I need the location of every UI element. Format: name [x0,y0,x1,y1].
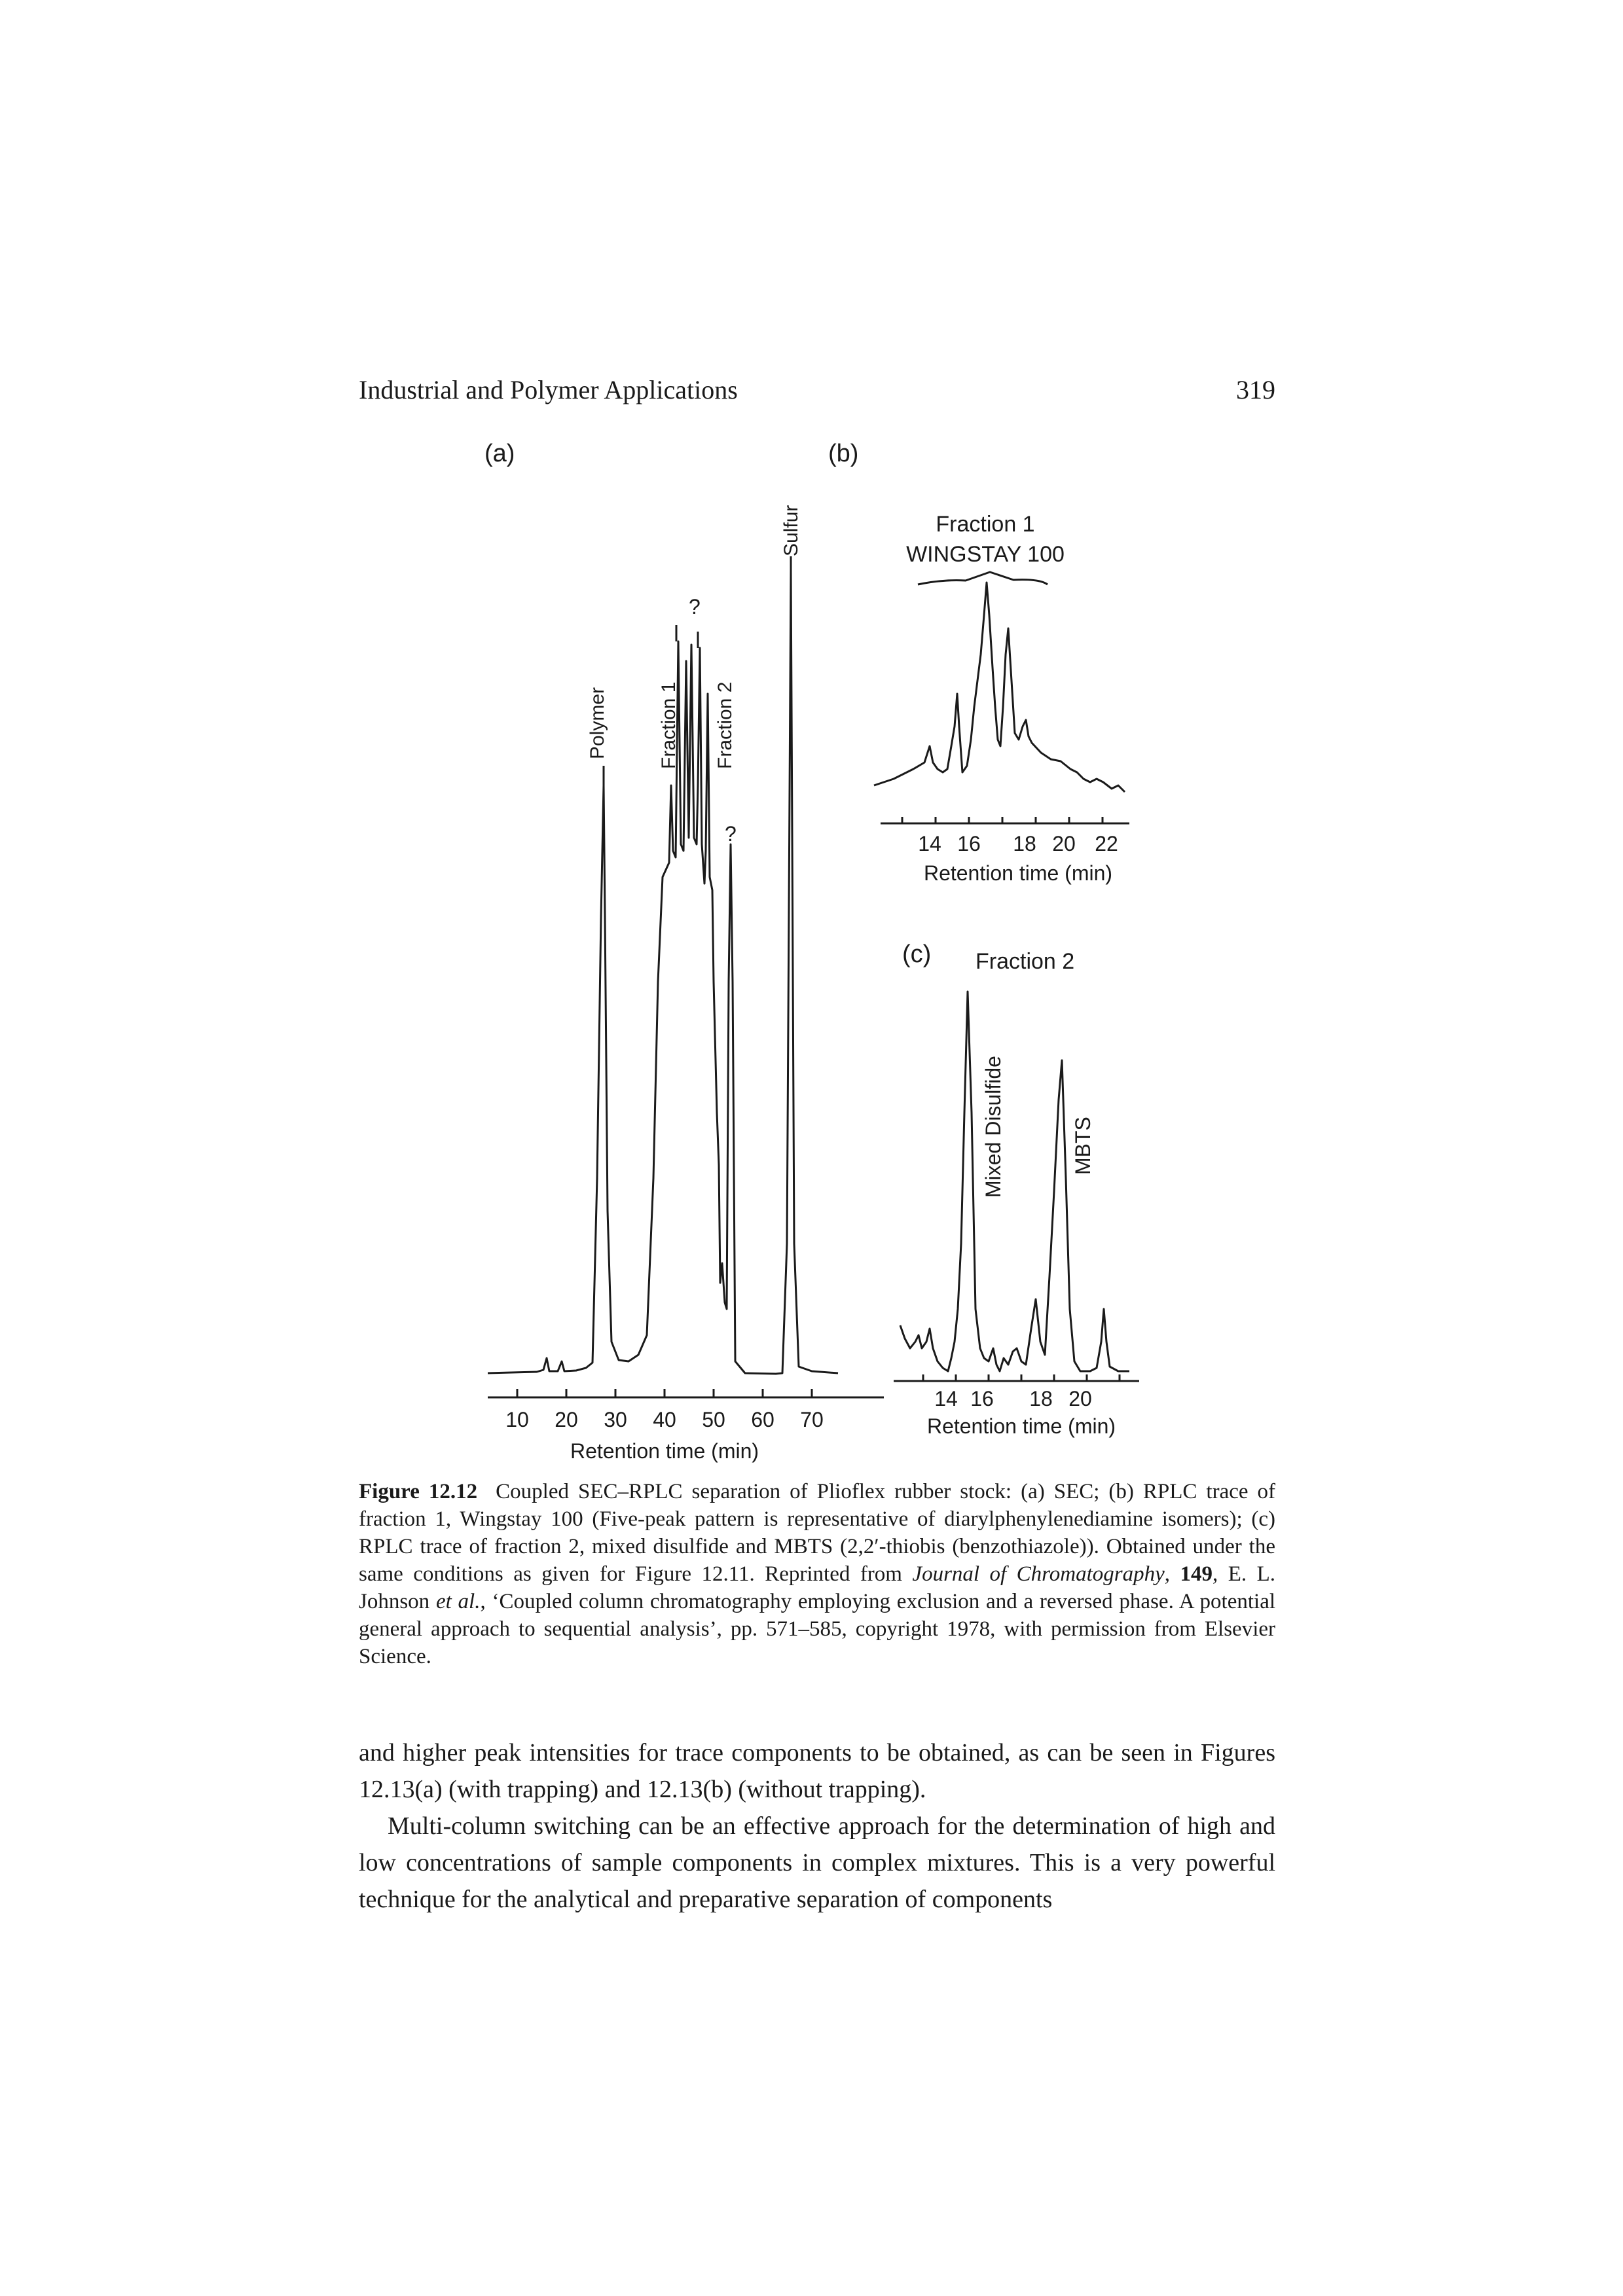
panel-c-xlabel: Retention time (min) [927,1414,1116,1438]
caption-text-2: , [1164,1562,1180,1586]
panel-a-tick: 30 [604,1408,627,1431]
caption-text-1: Coupled SEC–RPLC separation of Plioflex … [359,1480,1276,1586]
peak-label-unknown-1: ? [689,595,701,619]
panel-a-label: (a) [484,440,515,467]
panel-b-tick: 18 [1013,832,1036,855]
panel-c-axis [894,1374,1139,1382]
caption-label: Figure 12.12 [359,1480,478,1503]
panel-a-label-leaders [602,556,792,785]
panel-a-tick: 20 [555,1408,578,1431]
panel-b-tick: 22 [1095,832,1118,855]
peak-label-mbts: MBTS [1071,1117,1095,1175]
peak-label-unknown-2: ? [725,822,737,846]
peak-label-sulfur: Sulfur [780,505,802,556]
panel-b-label: (b) [828,440,858,467]
page-number: 319 [1236,375,1275,404]
panel-a-trace [487,568,839,1375]
panel-a-tick: 50 [702,1408,725,1431]
figure-12-12: (a) (b) (c) Polymer Fraction 1 Fraction … [484,440,1139,1463]
panel-a-tick: 60 [751,1408,775,1431]
figure-caption: Figure 12.12 Coupled SEC–RPLC separation… [359,1478,1275,1670]
panel-b-axis [881,817,1129,825]
body-paragraph-1: and higher peak intensities for trace co… [359,1739,1275,1803]
panel-b-trace [873,581,1126,793]
panel-a-tick: 40 [653,1408,676,1431]
panel-b-tick: 16 [957,832,981,855]
peak-label-fraction-1: Fraction 1 [658,682,680,769]
panel-a-xlabel: Retention time (min) [570,1439,759,1463]
peak-label-polymer: Polymer [587,687,608,759]
panel-b-brace [917,571,1048,586]
panel-c-trace [899,990,1129,1372]
body-paragraph-2: Multi-column switching can be an effecti… [359,1812,1275,1913]
panel-b-title-2: WINGSTAY 100 [906,542,1065,567]
caption-etal: et al. [435,1590,481,1613]
caption-journal: Journal of Chromatography [912,1562,1165,1586]
running-head-title: Industrial and Polymer Applications [359,375,738,404]
panel-c-label: (c) [902,941,931,968]
panel-b-title-1: Fraction 1 [936,512,1034,537]
panel-c-tick: 20 [1068,1387,1092,1410]
peak-label-mixed-disulfide: Mixed Disulfide [981,1056,1005,1198]
caption-volume: 149 [1180,1562,1213,1586]
panel-a-tick: 10 [505,1408,529,1431]
running-head: Industrial and Polymer Applications 319 [359,374,1275,414]
panel-c-tick: 18 [1029,1387,1053,1410]
panel-c-title: Fraction 2 [976,949,1074,974]
peak-label-fraction-2: Fraction 2 [714,682,736,769]
caption-text-4: , ‘Coupled column chromatography employi… [359,1590,1276,1668]
panel-a-tick: 70 [800,1408,824,1431]
panel-b-xlabel: Retention time (min) [924,861,1112,885]
panel-c-tick: 14 [934,1387,958,1410]
body-text: and higher peak intensities for trace co… [359,1734,1275,1918]
panel-b-tick: 14 [918,832,941,855]
caption-text-3: , E. L. Johnson [359,1562,1275,1613]
panel-a-axis [488,1389,884,1399]
panel-b-tick: 20 [1052,832,1076,855]
panel-c-tick: 16 [970,1387,994,1410]
